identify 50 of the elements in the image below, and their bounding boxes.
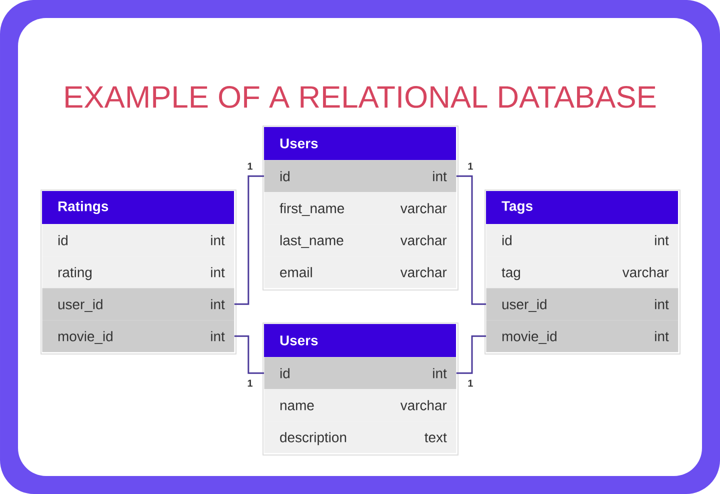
field-type: varchar <box>400 400 447 410</box>
field-name: rating <box>58 267 92 280</box>
table-row <box>42 288 234 320</box>
table-row <box>264 192 456 224</box>
table-row <box>42 320 234 352</box>
field-type: int <box>433 171 447 182</box>
table-row <box>264 224 456 256</box>
table-row <box>264 389 456 422</box>
connector <box>234 335 264 374</box>
field-type: varchar <box>400 235 447 246</box>
field-name: tag <box>502 268 520 280</box>
title: EXAMPLE OF A RELATIONAL DATABASE <box>66 86 656 108</box>
field-type: int <box>211 267 225 278</box>
field-name: user_id <box>58 299 102 312</box>
field-name: movie_id <box>58 331 112 344</box>
field-name: id <box>58 235 68 246</box>
connector <box>234 175 264 305</box>
field-type: int <box>433 368 447 378</box>
field-name: id <box>280 368 290 378</box>
field-type: int <box>211 299 225 310</box>
table-row <box>264 256 456 288</box>
field-name: last_name <box>280 235 344 248</box>
table-row <box>486 320 678 352</box>
field-name: user_id <box>502 299 546 312</box>
field-type: int <box>211 331 225 342</box>
field-name: name <box>280 402 314 410</box>
table-row <box>42 224 234 256</box>
table-row <box>264 160 456 192</box>
table-row <box>486 224 678 256</box>
field-type: varchar <box>400 203 447 214</box>
field-type: int <box>655 299 669 310</box>
field-type: int <box>655 331 669 342</box>
connector <box>456 335 486 374</box>
field-type: varchar <box>622 267 669 278</box>
table-row <box>264 357 456 390</box>
field-type: int <box>211 235 225 246</box>
field-name: email <box>280 267 312 278</box>
table-row <box>486 256 678 288</box>
table-row <box>264 421 456 454</box>
field-name: movie_id <box>502 331 556 344</box>
field-type: int <box>655 235 669 246</box>
field-name: first_name <box>280 203 344 216</box>
field-type: text <box>424 433 447 442</box>
connector <box>456 175 486 305</box>
table-row <box>42 256 234 288</box>
field-name: id <box>280 171 290 182</box>
field-name: id <box>502 235 512 246</box>
field-name: description <box>280 432 346 446</box>
field-type: varchar <box>400 267 447 278</box>
table-row <box>486 288 678 320</box>
